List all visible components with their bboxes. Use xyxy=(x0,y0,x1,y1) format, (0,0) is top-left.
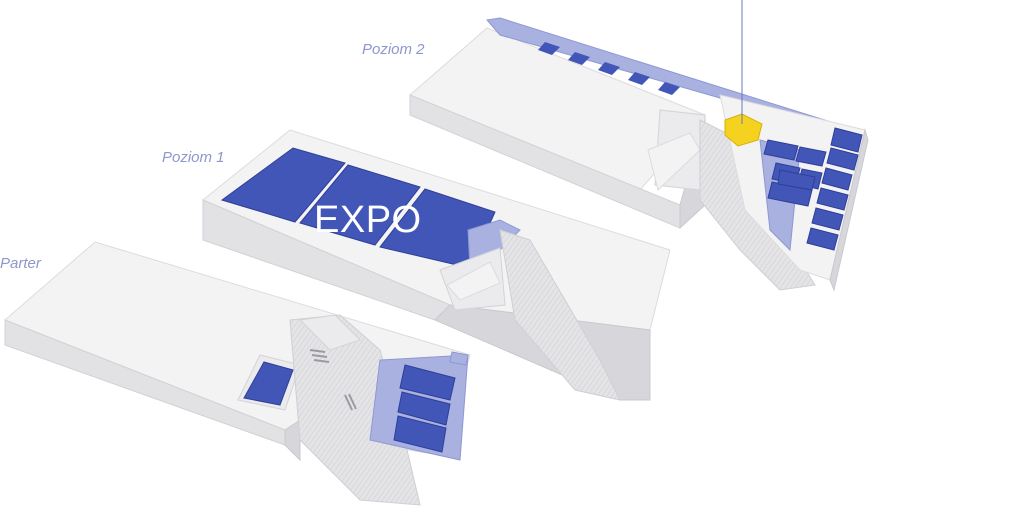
floor-parter[interactable] xyxy=(4,241,471,506)
level2-hall-blocks xyxy=(763,127,863,251)
parter-hall-blocks xyxy=(393,364,456,453)
floor-level1[interactable]: EXPO xyxy=(202,129,671,401)
expo-hall[interactable] xyxy=(220,147,496,269)
floor-label-level1: Poziom 1 xyxy=(162,149,225,166)
expo-zone-label: EXPO xyxy=(314,199,422,241)
floor-level2[interactable] xyxy=(409,0,869,292)
floor-label-parter: Parter xyxy=(0,255,42,272)
level2-gallery-cells xyxy=(538,42,680,95)
parter-stairs xyxy=(309,349,357,411)
floor-label-level2: Poziom 2 xyxy=(362,41,425,58)
